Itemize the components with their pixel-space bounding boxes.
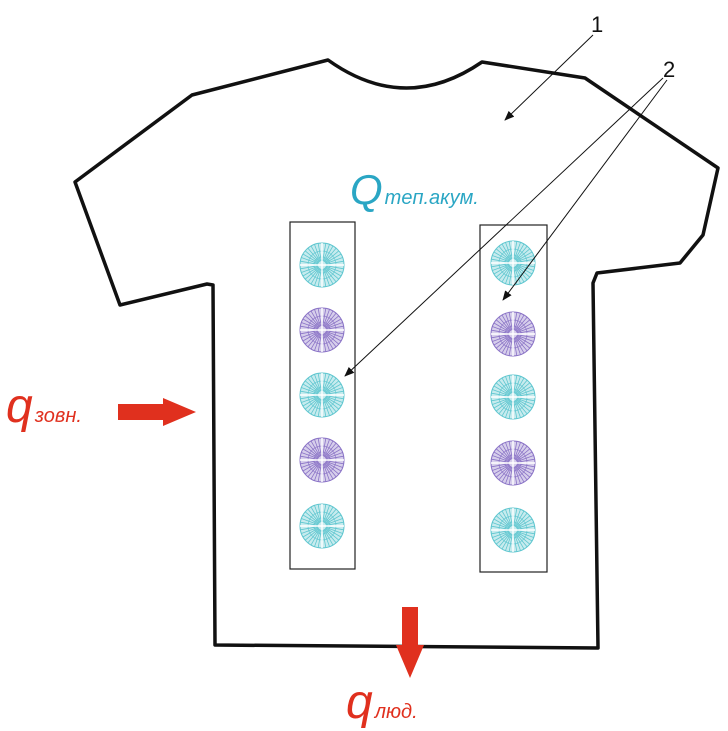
left-storage-panel xyxy=(289,221,356,570)
tshirt-outline xyxy=(73,58,720,650)
callout-2-leader-left xyxy=(344,77,664,377)
heat-storage-element xyxy=(490,440,536,486)
callout-2: 2 xyxy=(663,57,675,82)
callout-1-leader xyxy=(504,34,594,121)
external-heat-arrow xyxy=(118,398,196,426)
left-panel-elements xyxy=(299,242,345,549)
callout-2-leader-right xyxy=(502,79,668,301)
heat-storage-element xyxy=(299,437,345,483)
heat-storage-element xyxy=(490,374,536,420)
heat-storage-element xyxy=(299,307,345,353)
heat-storage-element xyxy=(299,242,345,288)
right-panel-elements xyxy=(490,240,536,553)
callout-1: 1 xyxy=(591,12,603,37)
heat-storage-element xyxy=(299,372,345,418)
person-heat-arrow xyxy=(396,607,424,678)
heat-storage-element xyxy=(490,507,536,553)
heat-storage-element xyxy=(490,311,536,357)
heat-storage-element xyxy=(490,240,536,286)
heat-storage-element xyxy=(299,503,345,549)
right-storage-panel xyxy=(479,224,548,573)
